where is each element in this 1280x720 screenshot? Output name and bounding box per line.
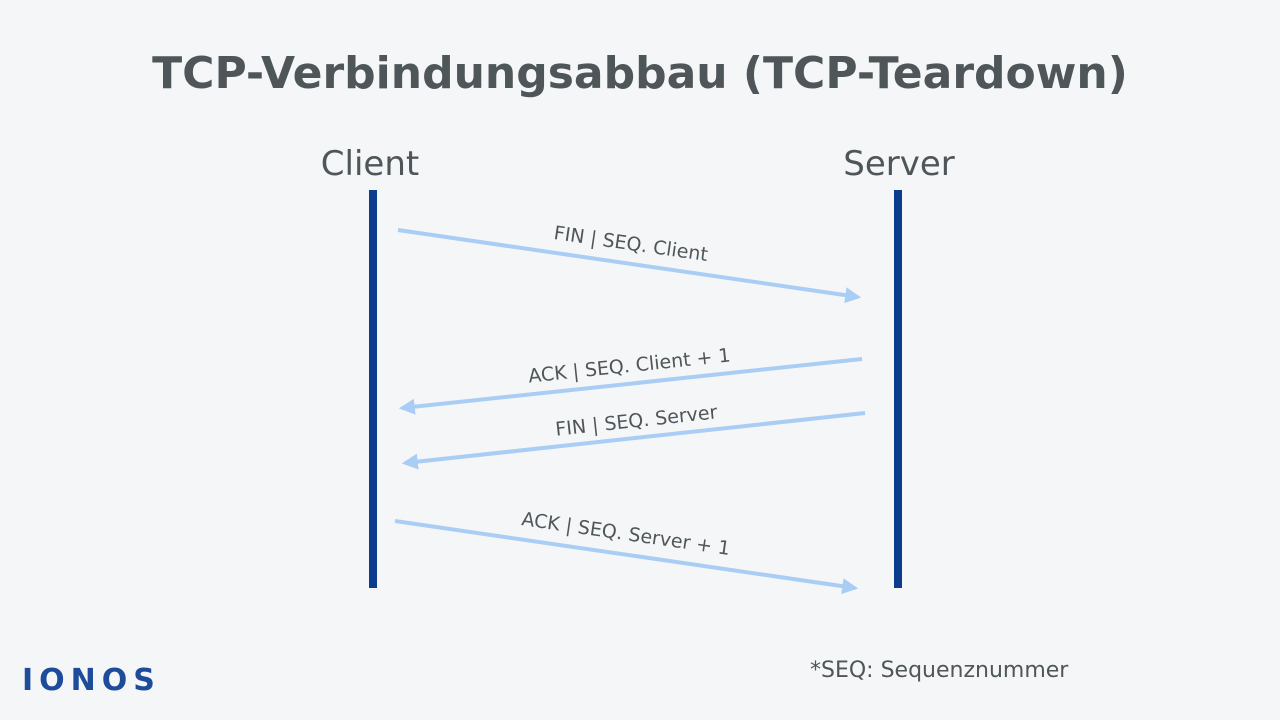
ionos-logo: IONOS [22,663,161,698]
client-label: Client [321,144,419,184]
message-arrow-2 [398,357,863,415]
page-title: TCP-Verbindungsabbau (TCP-Teardown) [152,48,1128,99]
message-arrow-1 [397,228,862,304]
message-label-3: FIN | SEQ. Server [554,401,718,440]
message-arrow-3 [401,411,866,470]
message-label-1: FIN | SEQ. Client [552,222,709,266]
message-label-2: ACK | SEQ. Client + 1 [527,344,731,387]
server-label: Server [843,144,955,184]
message-label-4: ACK | SEQ. Server + 1 [520,508,731,560]
message-arrow-4 [394,519,859,595]
footnote: *SEQ: Sequenznummer [810,658,1069,683]
